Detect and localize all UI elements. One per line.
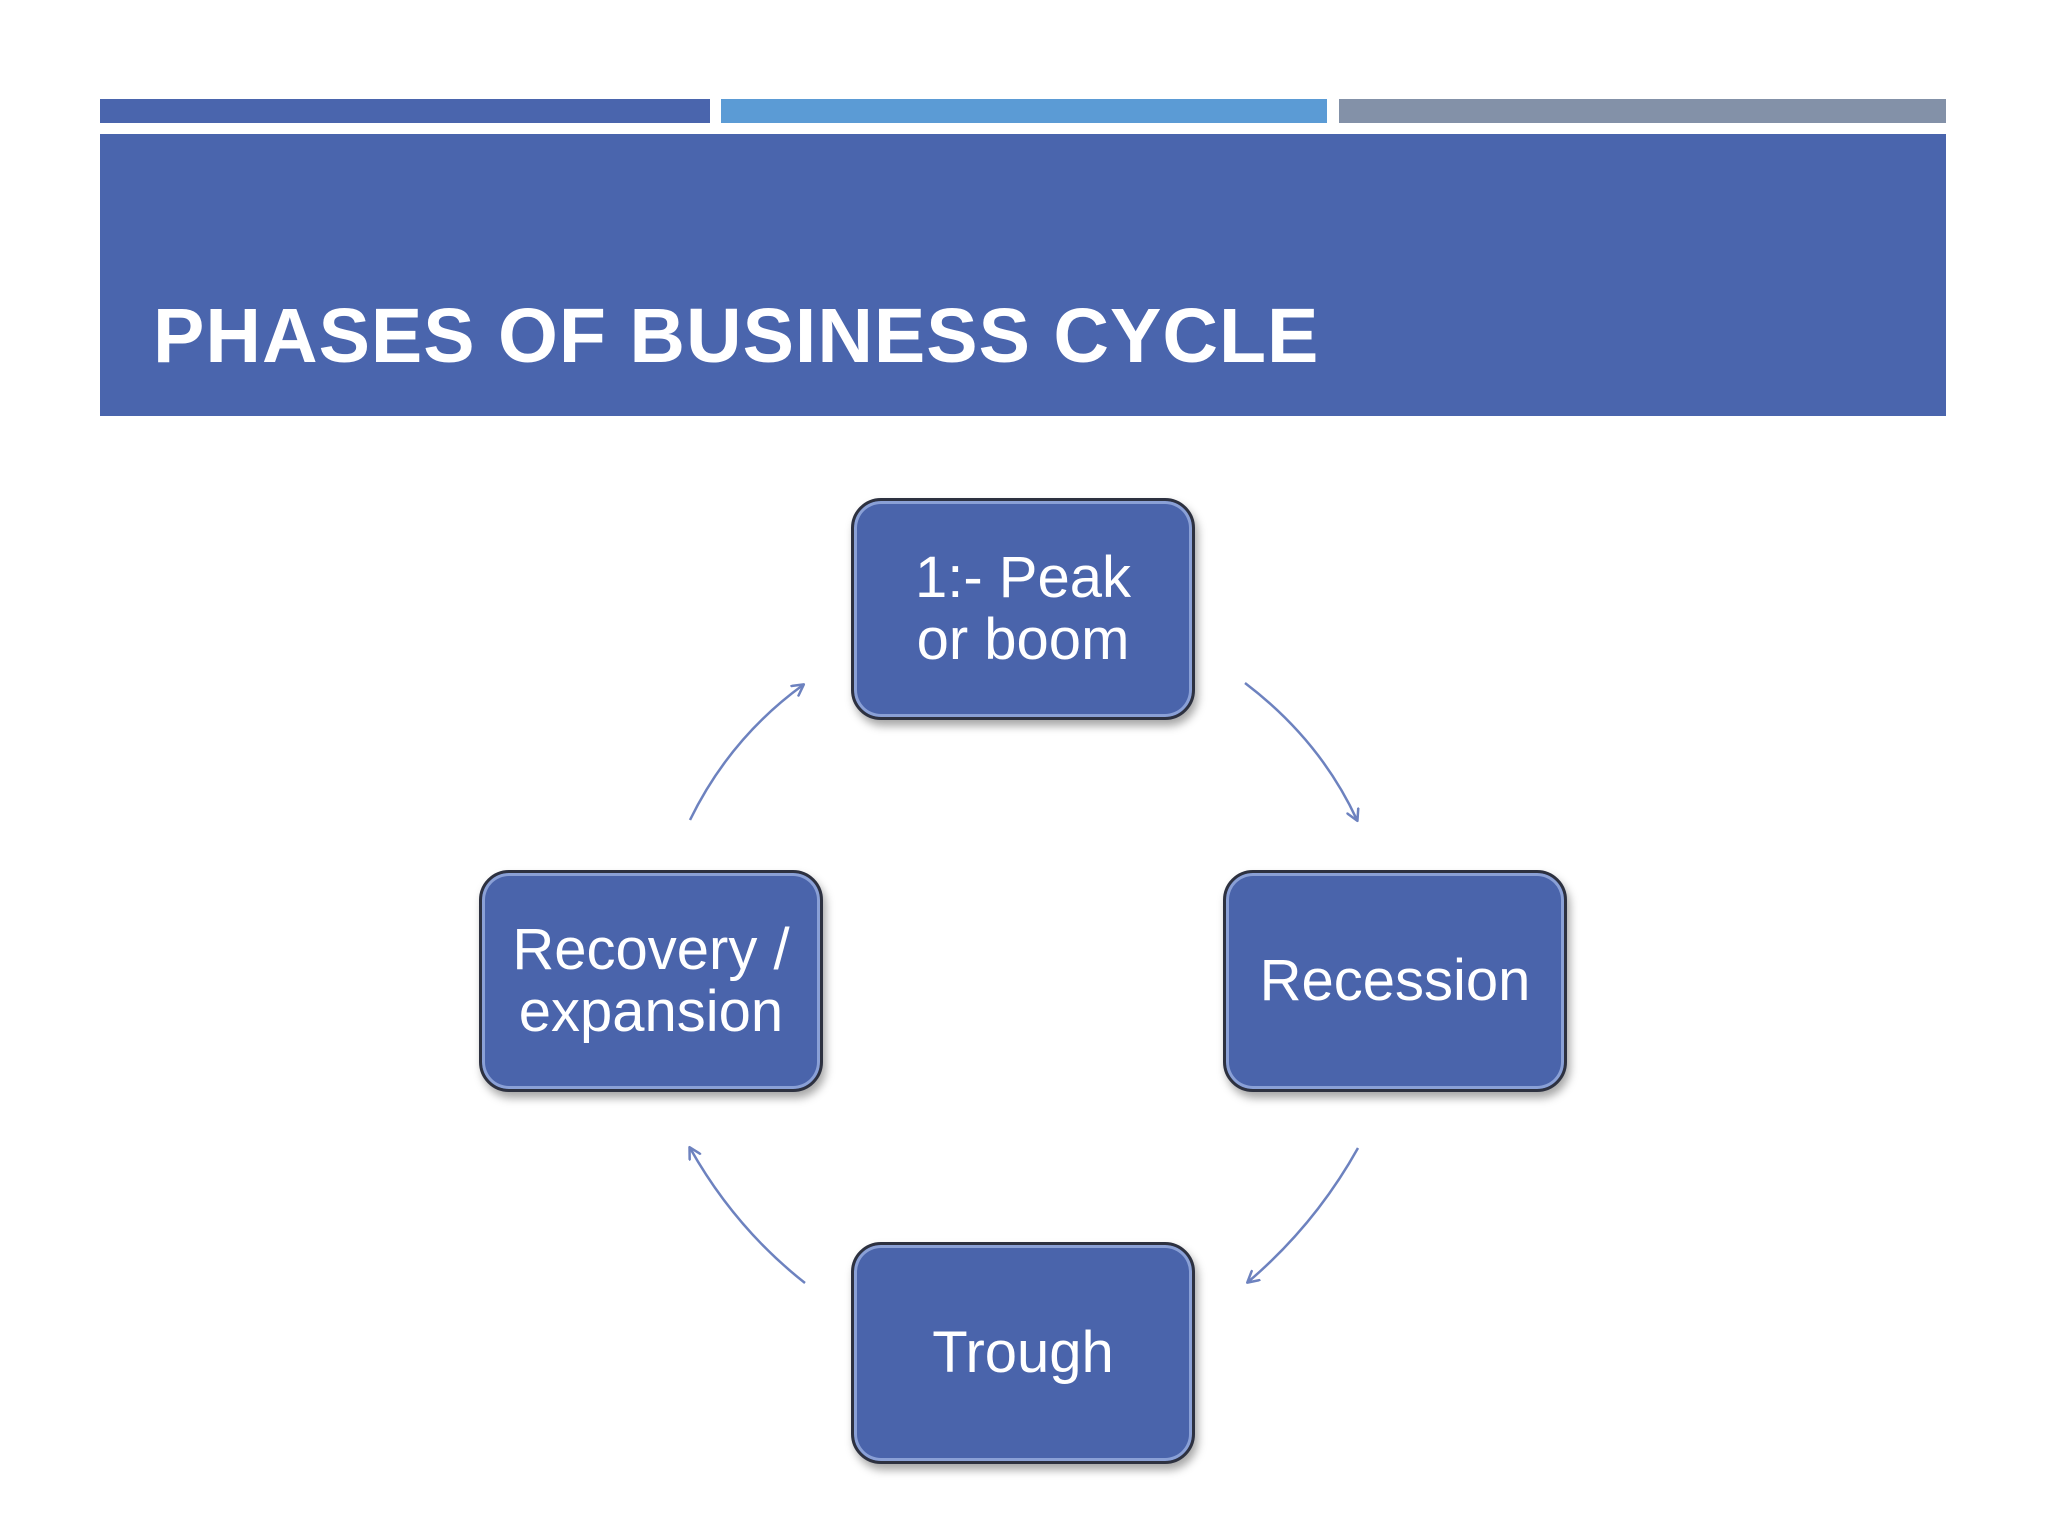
phase-label-recovery: Recovery / expansion bbox=[512, 917, 790, 1044]
accent-stripe-gray bbox=[1339, 99, 1946, 123]
phase-label-recession: Recession bbox=[1259, 948, 1531, 1013]
arrow-peak-to-recession bbox=[1244, 682, 1357, 820]
phase-box-recovery: Recovery / expansion bbox=[479, 870, 823, 1092]
title-band: PHASES OF BUSINESS CYCLE bbox=[100, 134, 1946, 416]
phase-box-peak: 1:- Peak or boom bbox=[851, 498, 1195, 720]
phase-label-trough: Trough bbox=[932, 1320, 1114, 1385]
phase-box-recession: Recession bbox=[1223, 870, 1567, 1092]
phase-box-trough: Trough bbox=[851, 1242, 1195, 1464]
slide-title: PHASES OF BUSINESS CYCLE bbox=[153, 293, 1320, 379]
accent-stripe-dark-blue bbox=[100, 99, 710, 123]
accent-stripe-light-blue bbox=[721, 99, 1327, 123]
phase-label-peak: 1:- Peak or boom bbox=[915, 545, 1131, 672]
arrow-recovery-to-peak bbox=[688, 685, 803, 821]
arrow-trough-to-recovery bbox=[690, 1148, 806, 1284]
arrow-recession-to-trough bbox=[1248, 1147, 1360, 1282]
